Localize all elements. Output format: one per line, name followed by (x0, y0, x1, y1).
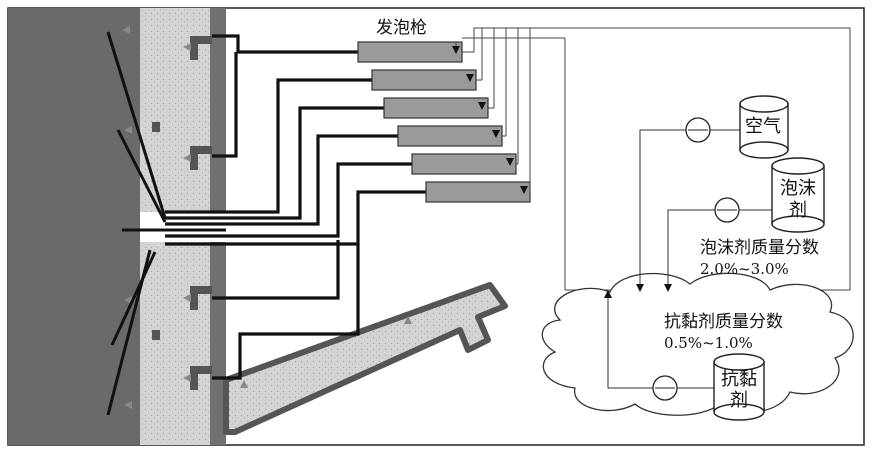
anti-stick-agent-label: 抗黏 剂 (721, 369, 757, 411)
supply-lines (607, 129, 772, 389)
pump-marks (655, 129, 737, 389)
furnace-wall-outer (8, 8, 140, 445)
tanks (713, 95, 825, 421)
foaming-agent-label: 泡沫 剂 (780, 178, 816, 221)
anti-stick-range-label: 0.5%~1.0% (664, 334, 753, 352)
foam-gun-2 (371, 69, 477, 91)
wall-rods (106, 31, 226, 416)
foaming-agent-fraction-label: 泡沫剂质量分数 (700, 238, 819, 258)
sloped-chute (223, 282, 508, 435)
gun-arrows (452, 46, 528, 194)
supply-arrows (604, 284, 672, 298)
mixing-cloud (541, 272, 854, 416)
air-label: 空气 (745, 116, 781, 137)
foam-gun-6 (425, 181, 531, 203)
foam-gun-1 (357, 41, 463, 63)
foam-gun-4 (397, 125, 503, 147)
anti-stick-fraction-label: 抗黏剂质量分数 (664, 312, 783, 332)
feed-pipes (165, 34, 426, 380)
foam-gun-3 (383, 97, 489, 119)
foam-gun-label: 发泡枪 (376, 18, 427, 38)
foaming-agent-range-label: 2.0%~3.0% (700, 260, 789, 278)
manifold-lines (455, 27, 851, 291)
wall-markers (122, 26, 412, 409)
nozzle-brackets (152, 36, 212, 390)
foam-gun-5 (411, 153, 517, 175)
